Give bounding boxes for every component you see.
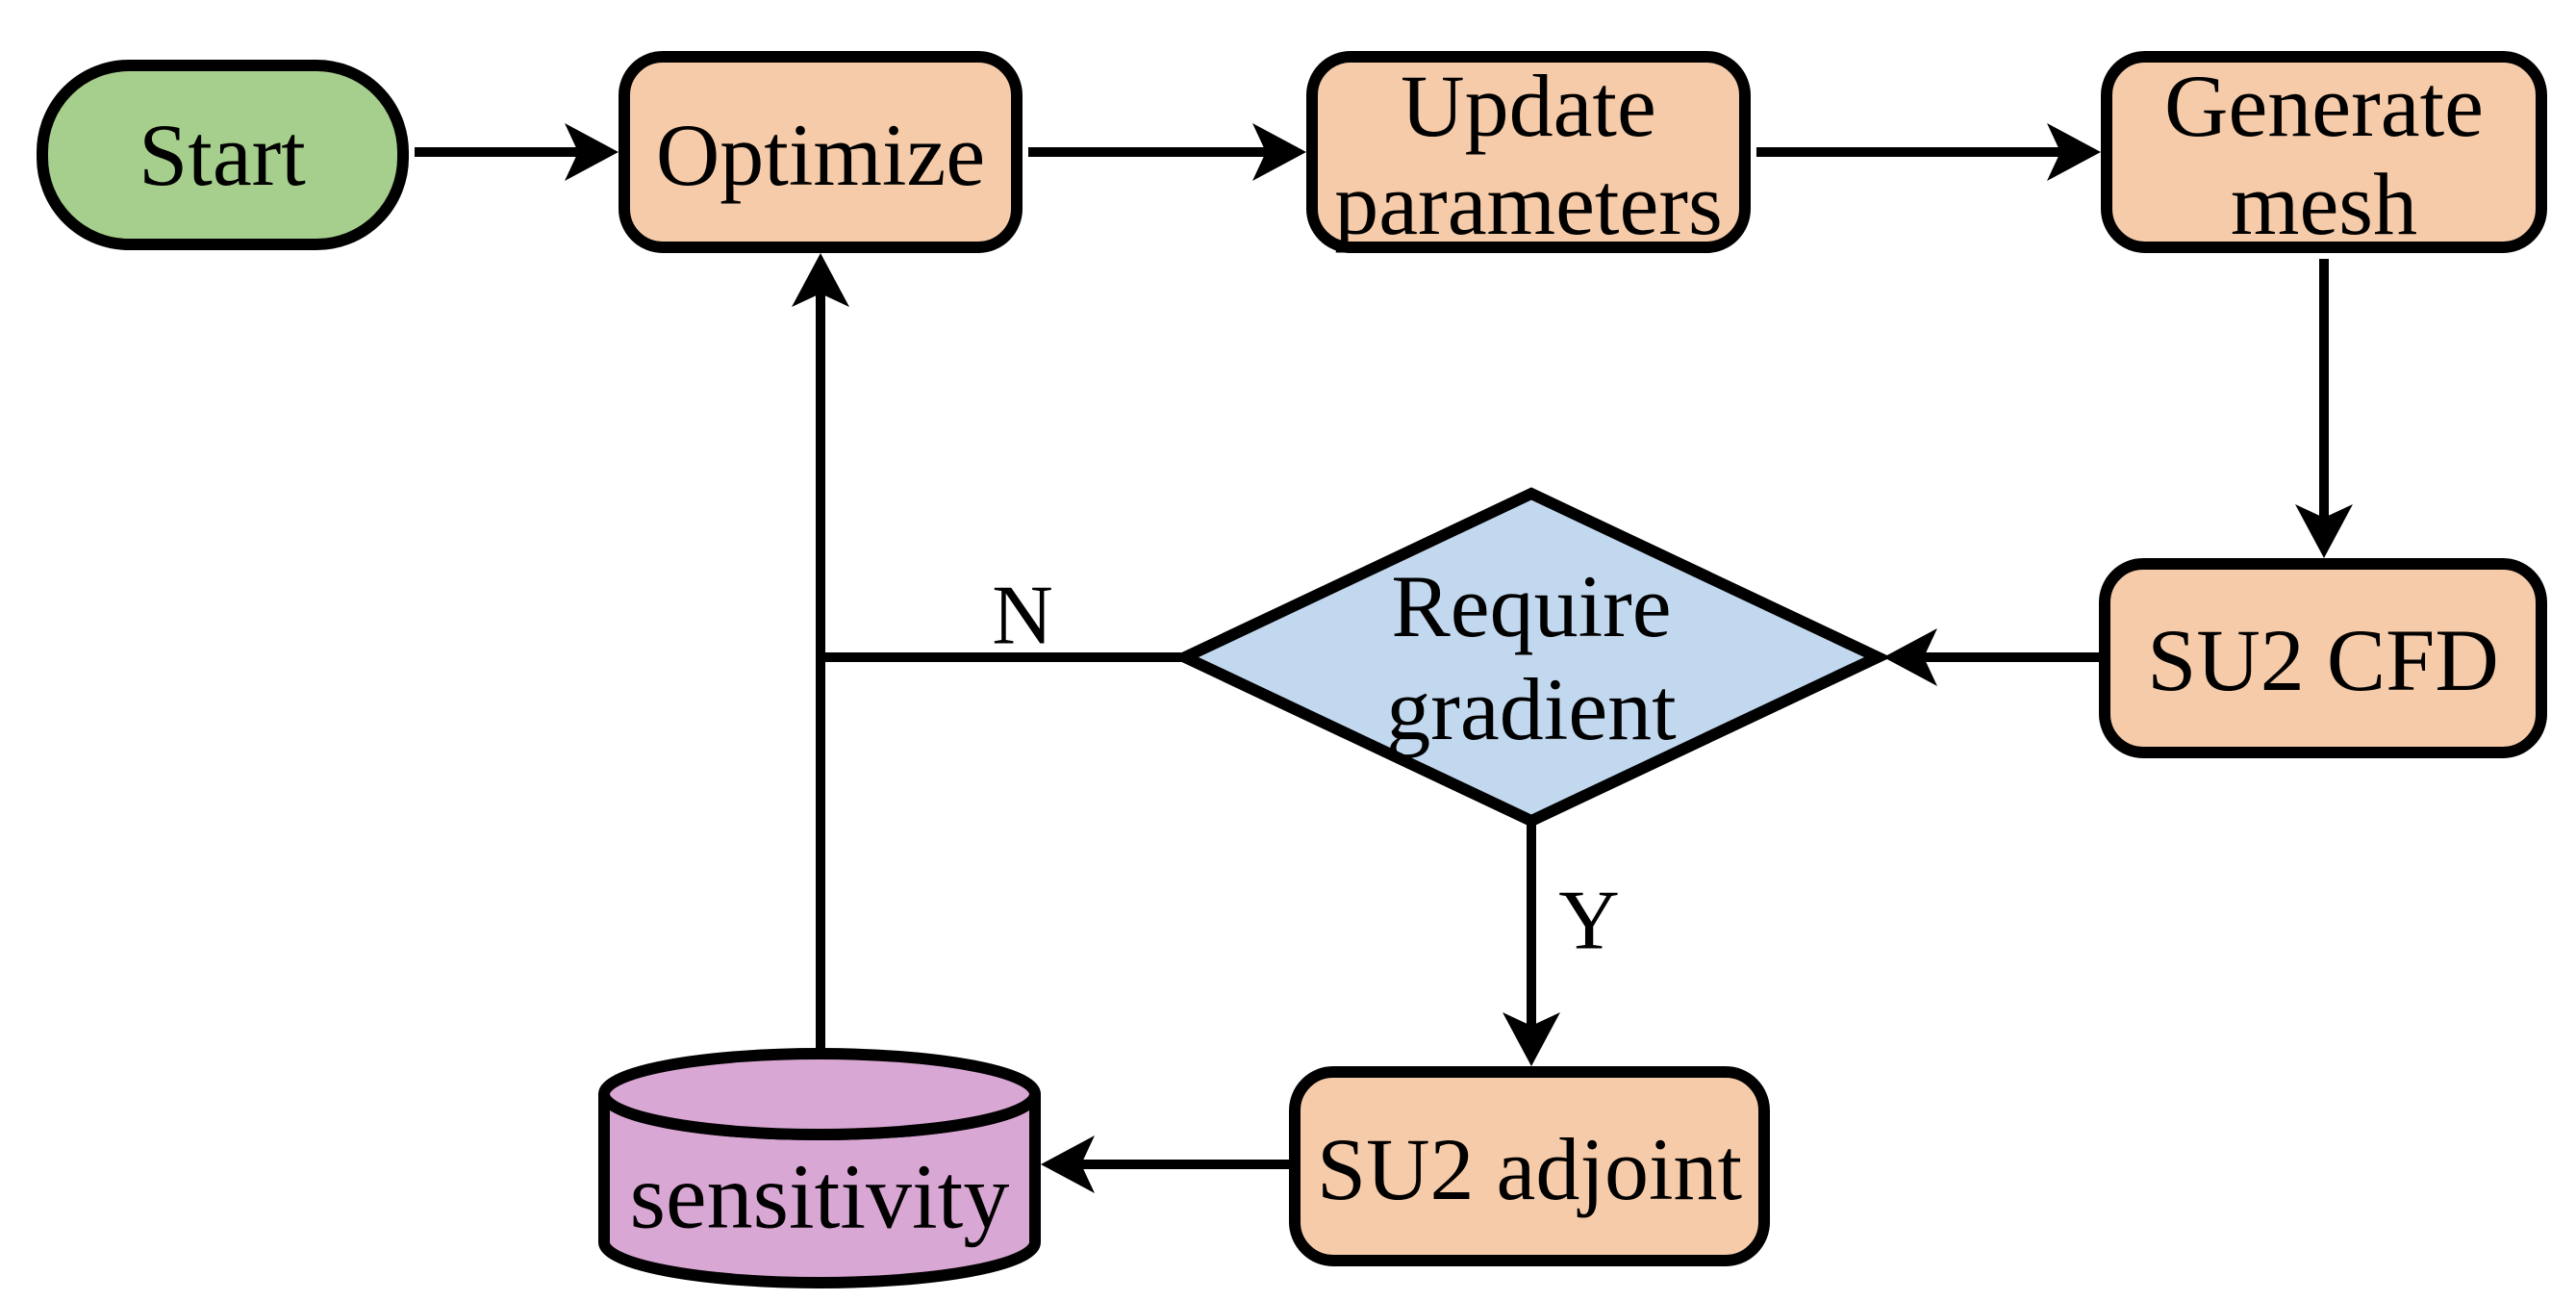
require-gradient-node-shape <box>1171 487 1892 828</box>
yes-branch-label: Y <box>1558 875 1620 968</box>
generate-mesh-node-shape <box>2101 51 2547 253</box>
su2-cfd-node-shape <box>2099 558 2547 758</box>
require-gradient-node-label-line2: gradient <box>1386 660 1677 758</box>
update-parameters-node-shape <box>1306 51 1751 253</box>
su2-cfd-node-label: SU2 CFD <box>2147 611 2499 709</box>
su2-adjoint-node-shape <box>1289 1066 1770 1266</box>
start-node-shape <box>37 60 409 250</box>
optimize-node-shape <box>619 51 1023 253</box>
update-parameters-node-label-line1: Update <box>1401 57 1656 155</box>
require-gradient-node-label-line1: Require <box>1391 557 1671 655</box>
generate-mesh-node-label-line2: mesh <box>2231 155 2417 253</box>
start-node-label: Start <box>139 106 306 204</box>
sensitivity-node-shape-top <box>598 1048 1041 1140</box>
sensitivity-node-label: sensitivity <box>630 1145 1010 1248</box>
update-parameters-node-label-line2: parameters <box>1334 155 1723 253</box>
su2-adjoint-node-label: SU2 adjoint <box>1317 1120 1743 1218</box>
generate-mesh-node-label-line1: Generate <box>2164 57 2484 155</box>
optimize-node-label: Optimize <box>656 106 985 204</box>
no-branch-label: N <box>992 570 1053 663</box>
